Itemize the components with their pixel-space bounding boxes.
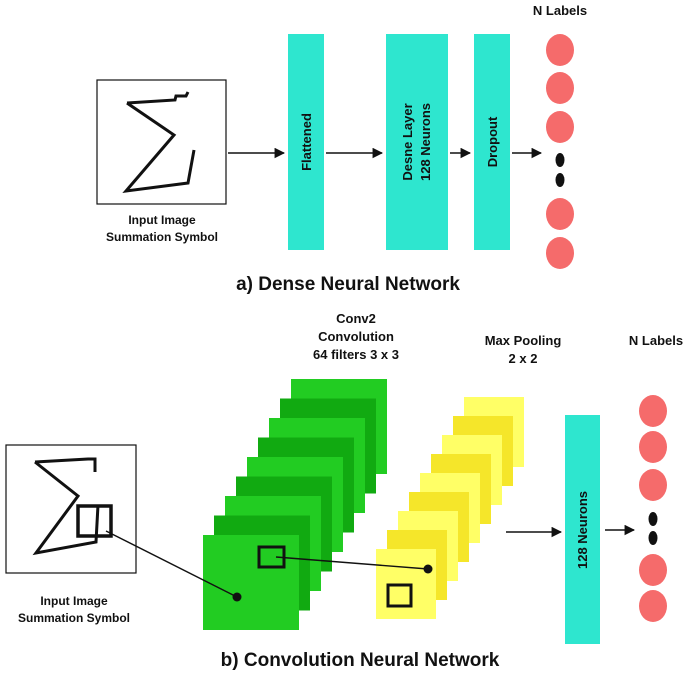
cnn-input-caption-line1: Input Image — [40, 594, 108, 608]
dropout-label: Dropout — [485, 116, 500, 167]
dense-title: a) Dense Neural Network — [236, 274, 460, 295]
cnn-n-labels-title: N Labels — [629, 333, 683, 348]
dense-ellipsis-dot — [555, 173, 565, 187]
flattened-label: Flattened — [299, 113, 314, 171]
cnn-output-node — [639, 590, 667, 622]
cnn-output-node — [639, 469, 667, 501]
input-to-conv-endpoint — [232, 592, 242, 602]
conv-label-line3: 64 filters 3 x 3 — [313, 347, 399, 362]
dense-output-node — [546, 72, 574, 104]
cnn-output-node — [639, 431, 667, 463]
cnn-ellipsis-dot — [648, 512, 658, 526]
conv-feature-map-stack — [203, 379, 387, 630]
cnn-input-kernel-window — [76, 504, 113, 538]
dense-output-node — [546, 198, 574, 230]
cnn-output-node — [639, 395, 667, 427]
cnn-summation-symbol-body — [32, 460, 100, 556]
cnn-input-caption-line2: Summation Symbol — [18, 611, 130, 625]
dense-input-caption-line1: Input Image — [128, 213, 196, 227]
dense-ellipsis-dot — [555, 153, 565, 167]
cnn-dense-label: 128 Neurons — [575, 491, 590, 569]
dropout-layer — [474, 34, 510, 250]
dense-layer — [386, 34, 448, 250]
cnn-ellipsis-dot — [648, 531, 658, 545]
dense-output-node — [546, 237, 574, 269]
pool-window — [386, 583, 413, 608]
dense-network: Input Image Summation Symbol Flattened D… — [96, 3, 587, 295]
cnn-output-node — [639, 554, 667, 586]
flattened-layer — [288, 34, 324, 250]
conv-label-line2: Convolution — [318, 329, 394, 344]
dense-output-node — [546, 111, 574, 143]
cnn-network: Conv2 Convolution 64 filters 3 x 3 Max P… — [5, 311, 683, 671]
input-to-conv-line — [105, 530, 238, 598]
conv-label-line1: Conv2 — [336, 311, 376, 326]
dense-summation-symbol-body — [122, 101, 196, 193]
conv-to-pool-line — [275, 556, 429, 570]
cnn-input-image — [5, 444, 137, 574]
pool-label-line2: 2 x 2 — [509, 351, 538, 366]
dense-input-caption-line2: Summation Symbol — [106, 230, 218, 244]
dense-n-labels-title: N Labels — [533, 3, 587, 18]
pool-label-line1: Max Pooling — [485, 333, 562, 348]
dense-layer-label-line2: 128 Neurons — [418, 103, 433, 181]
dense-output-node — [546, 34, 574, 66]
dense-summation-symbol — [126, 91, 190, 105]
cnn-dense-layer — [565, 415, 600, 644]
dense-layer-label-line1: Desne Layer — [400, 103, 415, 180]
cnn-title: b) Convolution Neural Network — [221, 650, 500, 671]
conv-to-pool-endpoint — [423, 564, 433, 574]
cnn-summation-symbol — [34, 457, 97, 472]
